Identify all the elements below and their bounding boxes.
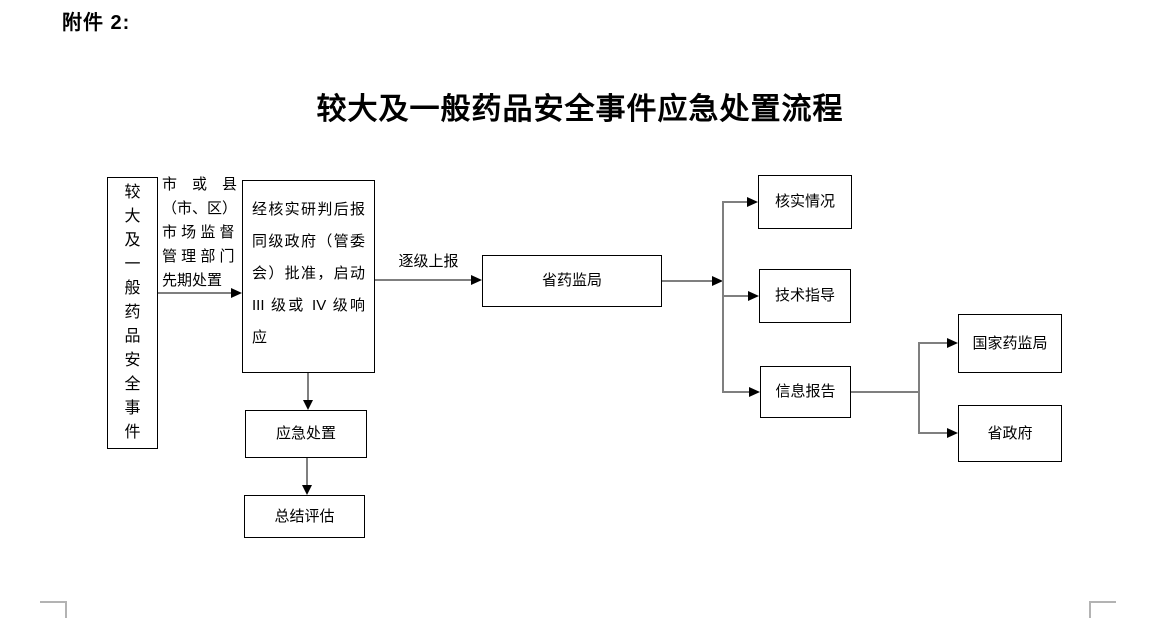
- flow-line-escalation: [375, 279, 471, 281]
- info-report-box: 信息报告: [760, 366, 851, 418]
- prelim-line: 管 理 部 门: [162, 248, 235, 265]
- provincial-gov-label: 省政府: [987, 424, 1033, 442]
- branch-line-vertical-2: [918, 342, 920, 434]
- verify-box: 核实情况: [758, 175, 852, 229]
- arrowhead-icon: [302, 485, 312, 495]
- arrowhead-icon: [231, 288, 242, 298]
- evaluation-box-label: 总结评估: [274, 507, 335, 525]
- response-box-label: 应急处置: [275, 425, 336, 443]
- flow-line-to-branch: [662, 280, 712, 282]
- arrowhead-icon: [748, 291, 759, 301]
- prelim-line: 市 场 监 督: [162, 224, 235, 241]
- national-drug-admin-label: 国家药监局: [972, 334, 1048, 352]
- approval-box: 经核实研判后报同级政府（管委会）批准，启动III 级或 IV 级响应: [242, 180, 375, 373]
- flow-line-report-to-branch: [851, 391, 920, 393]
- national-drug-admin-box: 国家药监局: [958, 314, 1062, 373]
- provincial-gov-box: 省政府: [958, 405, 1062, 462]
- guidance-box-label: 技术指导: [774, 287, 835, 305]
- response-box: 应急处置: [245, 410, 367, 458]
- attachment-label: 附件 2:: [62, 12, 131, 34]
- prelim-line: 先期处置: [162, 272, 223, 289]
- provincial-drug-admin-label: 省药监局: [541, 272, 602, 290]
- arrowhead-icon: [471, 275, 482, 285]
- info-report-box-label: 信息报告: [775, 383, 836, 401]
- flow-line-to-provincial-gov: [919, 432, 947, 434]
- text-boundary-mark-right: [1089, 601, 1091, 618]
- arrowhead-icon: [712, 276, 723, 286]
- event-box-label: 较大及一般药品安全事件: [124, 184, 141, 441]
- flow-line-to-verify: [723, 201, 747, 203]
- arrowhead-icon: [947, 428, 958, 438]
- prelim-line: （市、区）: [162, 200, 238, 217]
- flow-line-to-national: [919, 342, 947, 344]
- escalation-arrow-label: 逐级上报: [398, 253, 459, 270]
- evaluation-box: 总结评估: [244, 495, 365, 538]
- text-boundary-mark-left: [65, 601, 67, 618]
- flow-line-to-guidance: [723, 295, 748, 297]
- event-box: 较大及一般药品安全事件: [107, 177, 158, 449]
- flow-line-event-to-approval: [158, 292, 231, 294]
- diagram-title: 较大及一般药品安全事件应急处置流程: [316, 93, 844, 126]
- verify-box-label: 核实情况: [774, 193, 835, 211]
- flow-line-to-report: [723, 391, 749, 393]
- provincial-drug-admin-box: 省药监局: [482, 255, 662, 307]
- prelim-handling-note: 市 或 县 （市、区） 市 场 监 督 管 理 部 门 先期处置: [162, 173, 240, 293]
- branch-line-vertical: [722, 201, 724, 393]
- text-boundary-mark-right: [1089, 601, 1116, 603]
- approval-box-label: 经核实研判后报同级政府（管委会）批准，启动III 级或 IV 级响应: [252, 201, 365, 346]
- arrowhead-icon: [747, 197, 758, 207]
- arrowhead-icon: [947, 338, 958, 348]
- flow-line-approval-to-response: [307, 373, 309, 401]
- text-boundary-mark-left: [40, 601, 67, 603]
- flow-line-response-to-eval: [306, 458, 308, 486]
- arrowhead-icon: [749, 387, 760, 397]
- guidance-box: 技术指导: [759, 269, 851, 323]
- prelim-line: 市 或 县: [162, 176, 238, 193]
- arrowhead-icon: [303, 400, 313, 410]
